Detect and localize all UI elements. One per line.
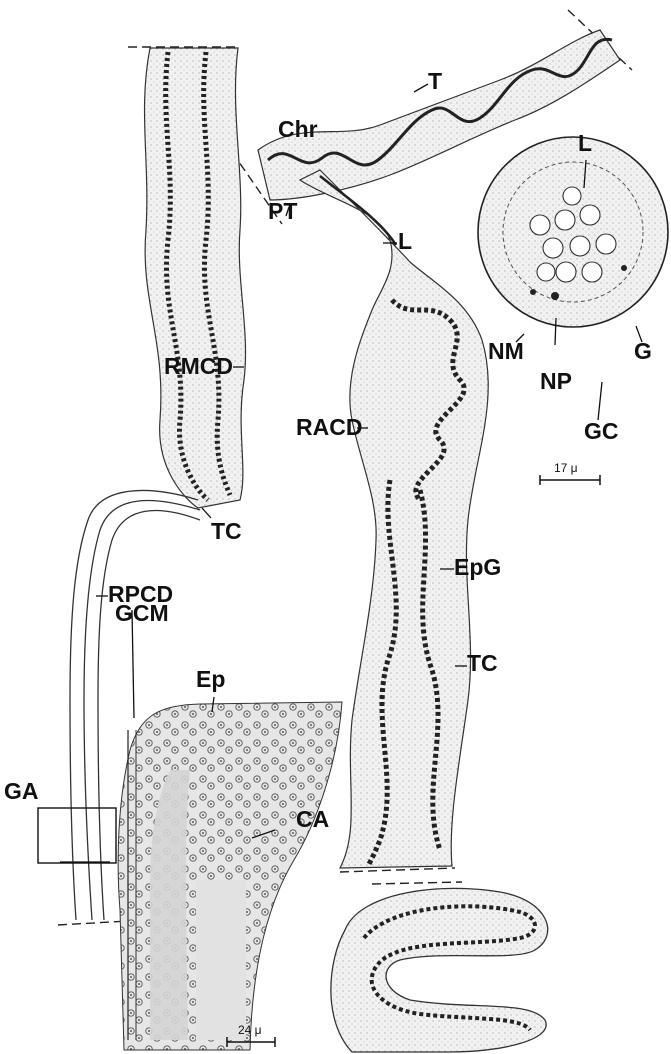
label-epg: EpG (454, 556, 501, 579)
label-np: NP (540, 370, 572, 393)
label-pt: PT (268, 200, 297, 223)
cross-section (478, 137, 668, 327)
label-gc: GC (584, 420, 619, 443)
label-ga: GA (4, 780, 39, 803)
label-ep: Ep (196, 668, 225, 691)
label-tc-right: TC (467, 652, 498, 675)
label-l-section: L (578, 132, 592, 155)
label-rmcd: RMCD (164, 355, 233, 378)
scale-label-section: 17 μ (554, 462, 578, 474)
label-l-duct: L (398, 230, 412, 253)
label-racd: RACD (296, 416, 362, 439)
ga-inset-box (38, 808, 116, 863)
label-tc-left: TC (211, 520, 242, 543)
rmcd-duct (145, 48, 246, 508)
label-ca: CA (296, 808, 329, 831)
scale-label-tissue: 24 μ (238, 1024, 262, 1036)
fold-section (331, 888, 548, 1052)
label-t: T (428, 70, 442, 93)
label-g: G (634, 340, 652, 363)
label-nm: NM (488, 340, 524, 363)
label-chr: Chr (278, 118, 318, 141)
label-gcm: GCM (115, 602, 169, 625)
tissue-block (118, 702, 342, 1050)
